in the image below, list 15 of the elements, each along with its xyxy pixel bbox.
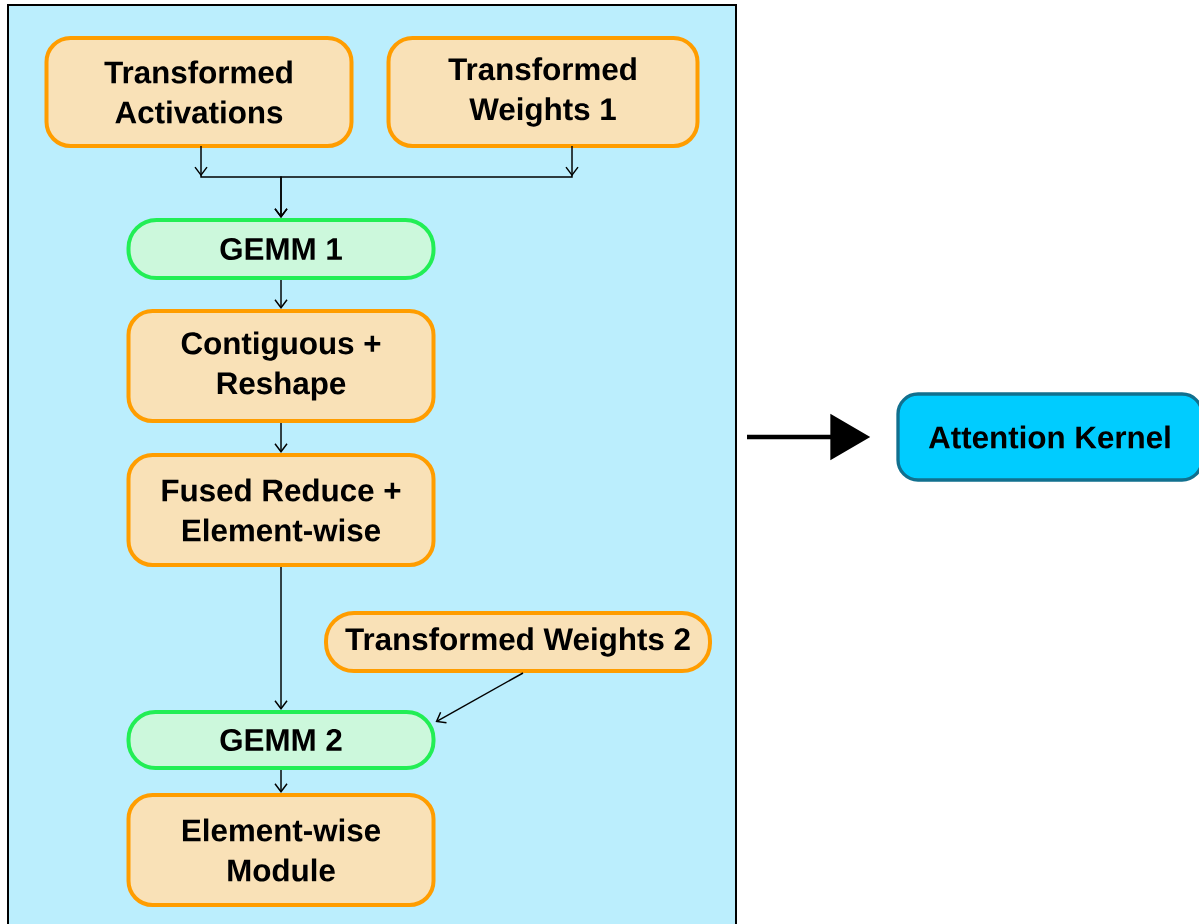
merge-arrow — [274, 145, 579, 218]
process-box: Transformed Weights 2 — [324, 611, 712, 673]
gemm-box: GEMM 2 — [126, 710, 436, 770]
process-box: Fused Reduce + Element-wise — [126, 453, 436, 567]
process-box: Contiguous + Reshape — [126, 309, 436, 423]
process-box: Element-wise Module — [126, 793, 436, 907]
arrow — [274, 279, 288, 309]
arrow — [274, 422, 288, 453]
kernel-box: Attention Kernel — [896, 392, 1199, 482]
process-box: Transformed Activations — [44, 36, 354, 148]
gemm-box: GEMM 1 — [126, 218, 436, 280]
arrow — [274, 769, 288, 793]
process-box: Transformed Weights 1 — [386, 36, 700, 148]
arrow — [435, 672, 524, 724]
arrow — [274, 566, 288, 710]
